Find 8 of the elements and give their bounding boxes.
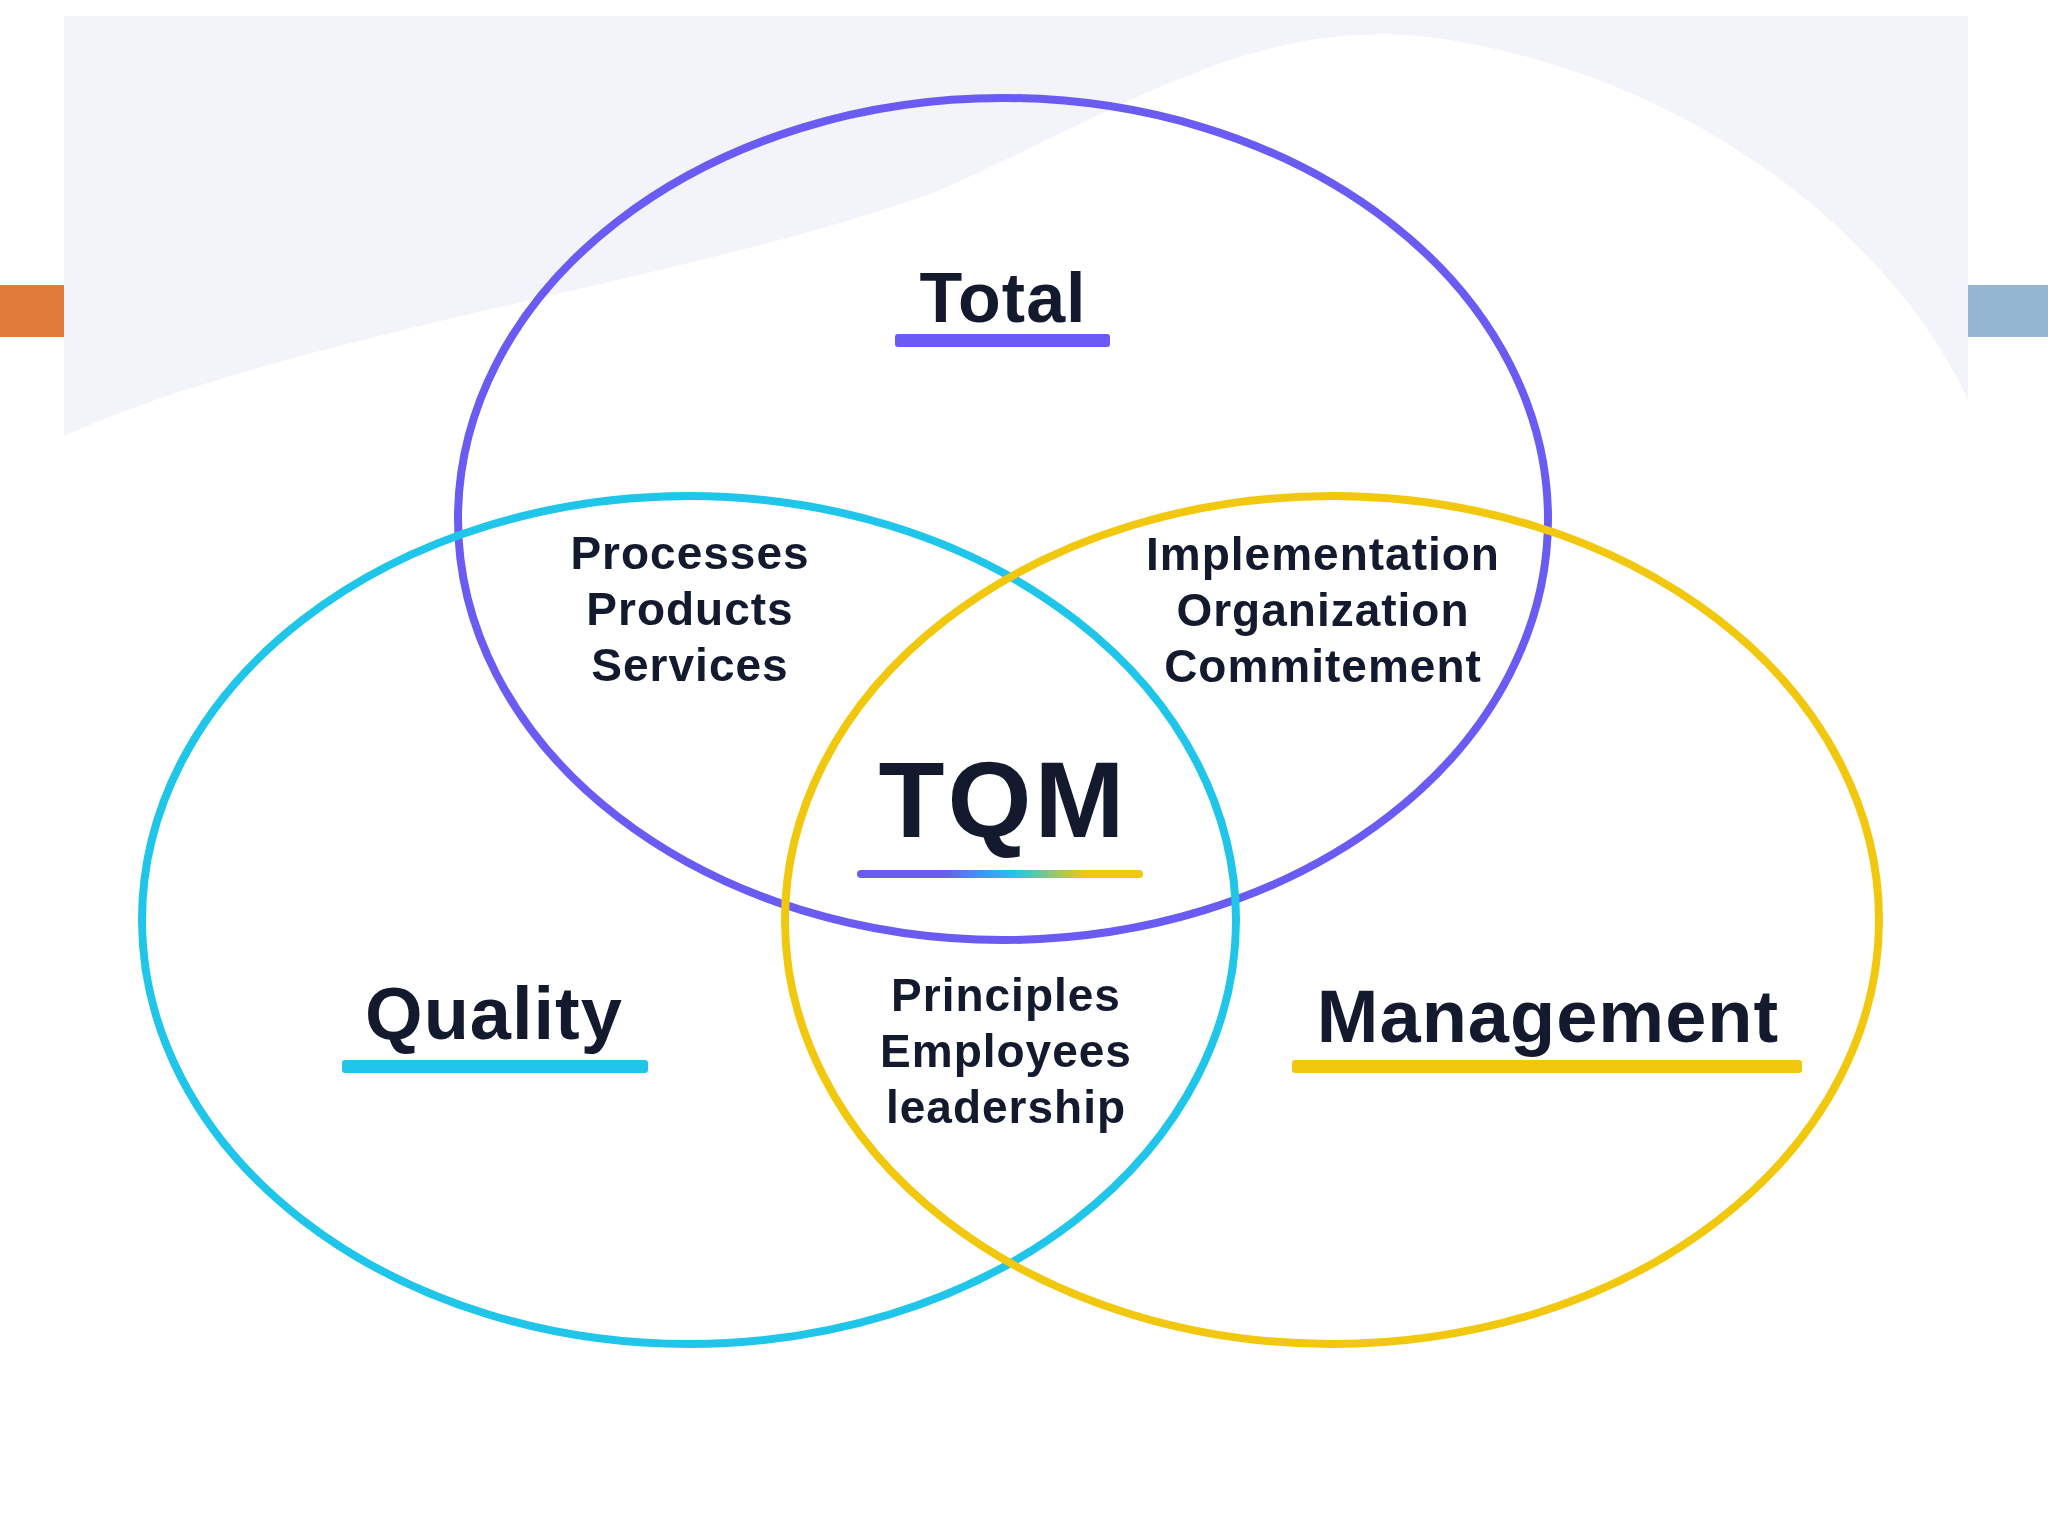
word-list: Principles Employees leadership	[880, 966, 1132, 1136]
circle-title: Quality	[365, 971, 623, 1057]
venn-circle	[454, 94, 1552, 944]
circle-title: Total	[919, 257, 1087, 339]
word-list: Processes Products Services	[570, 524, 810, 694]
word-list: Implementation Organization Commitement	[1146, 525, 1500, 695]
center-title: TQM	[878, 737, 1128, 862]
circle-title: Management	[1316, 974, 1780, 1060]
